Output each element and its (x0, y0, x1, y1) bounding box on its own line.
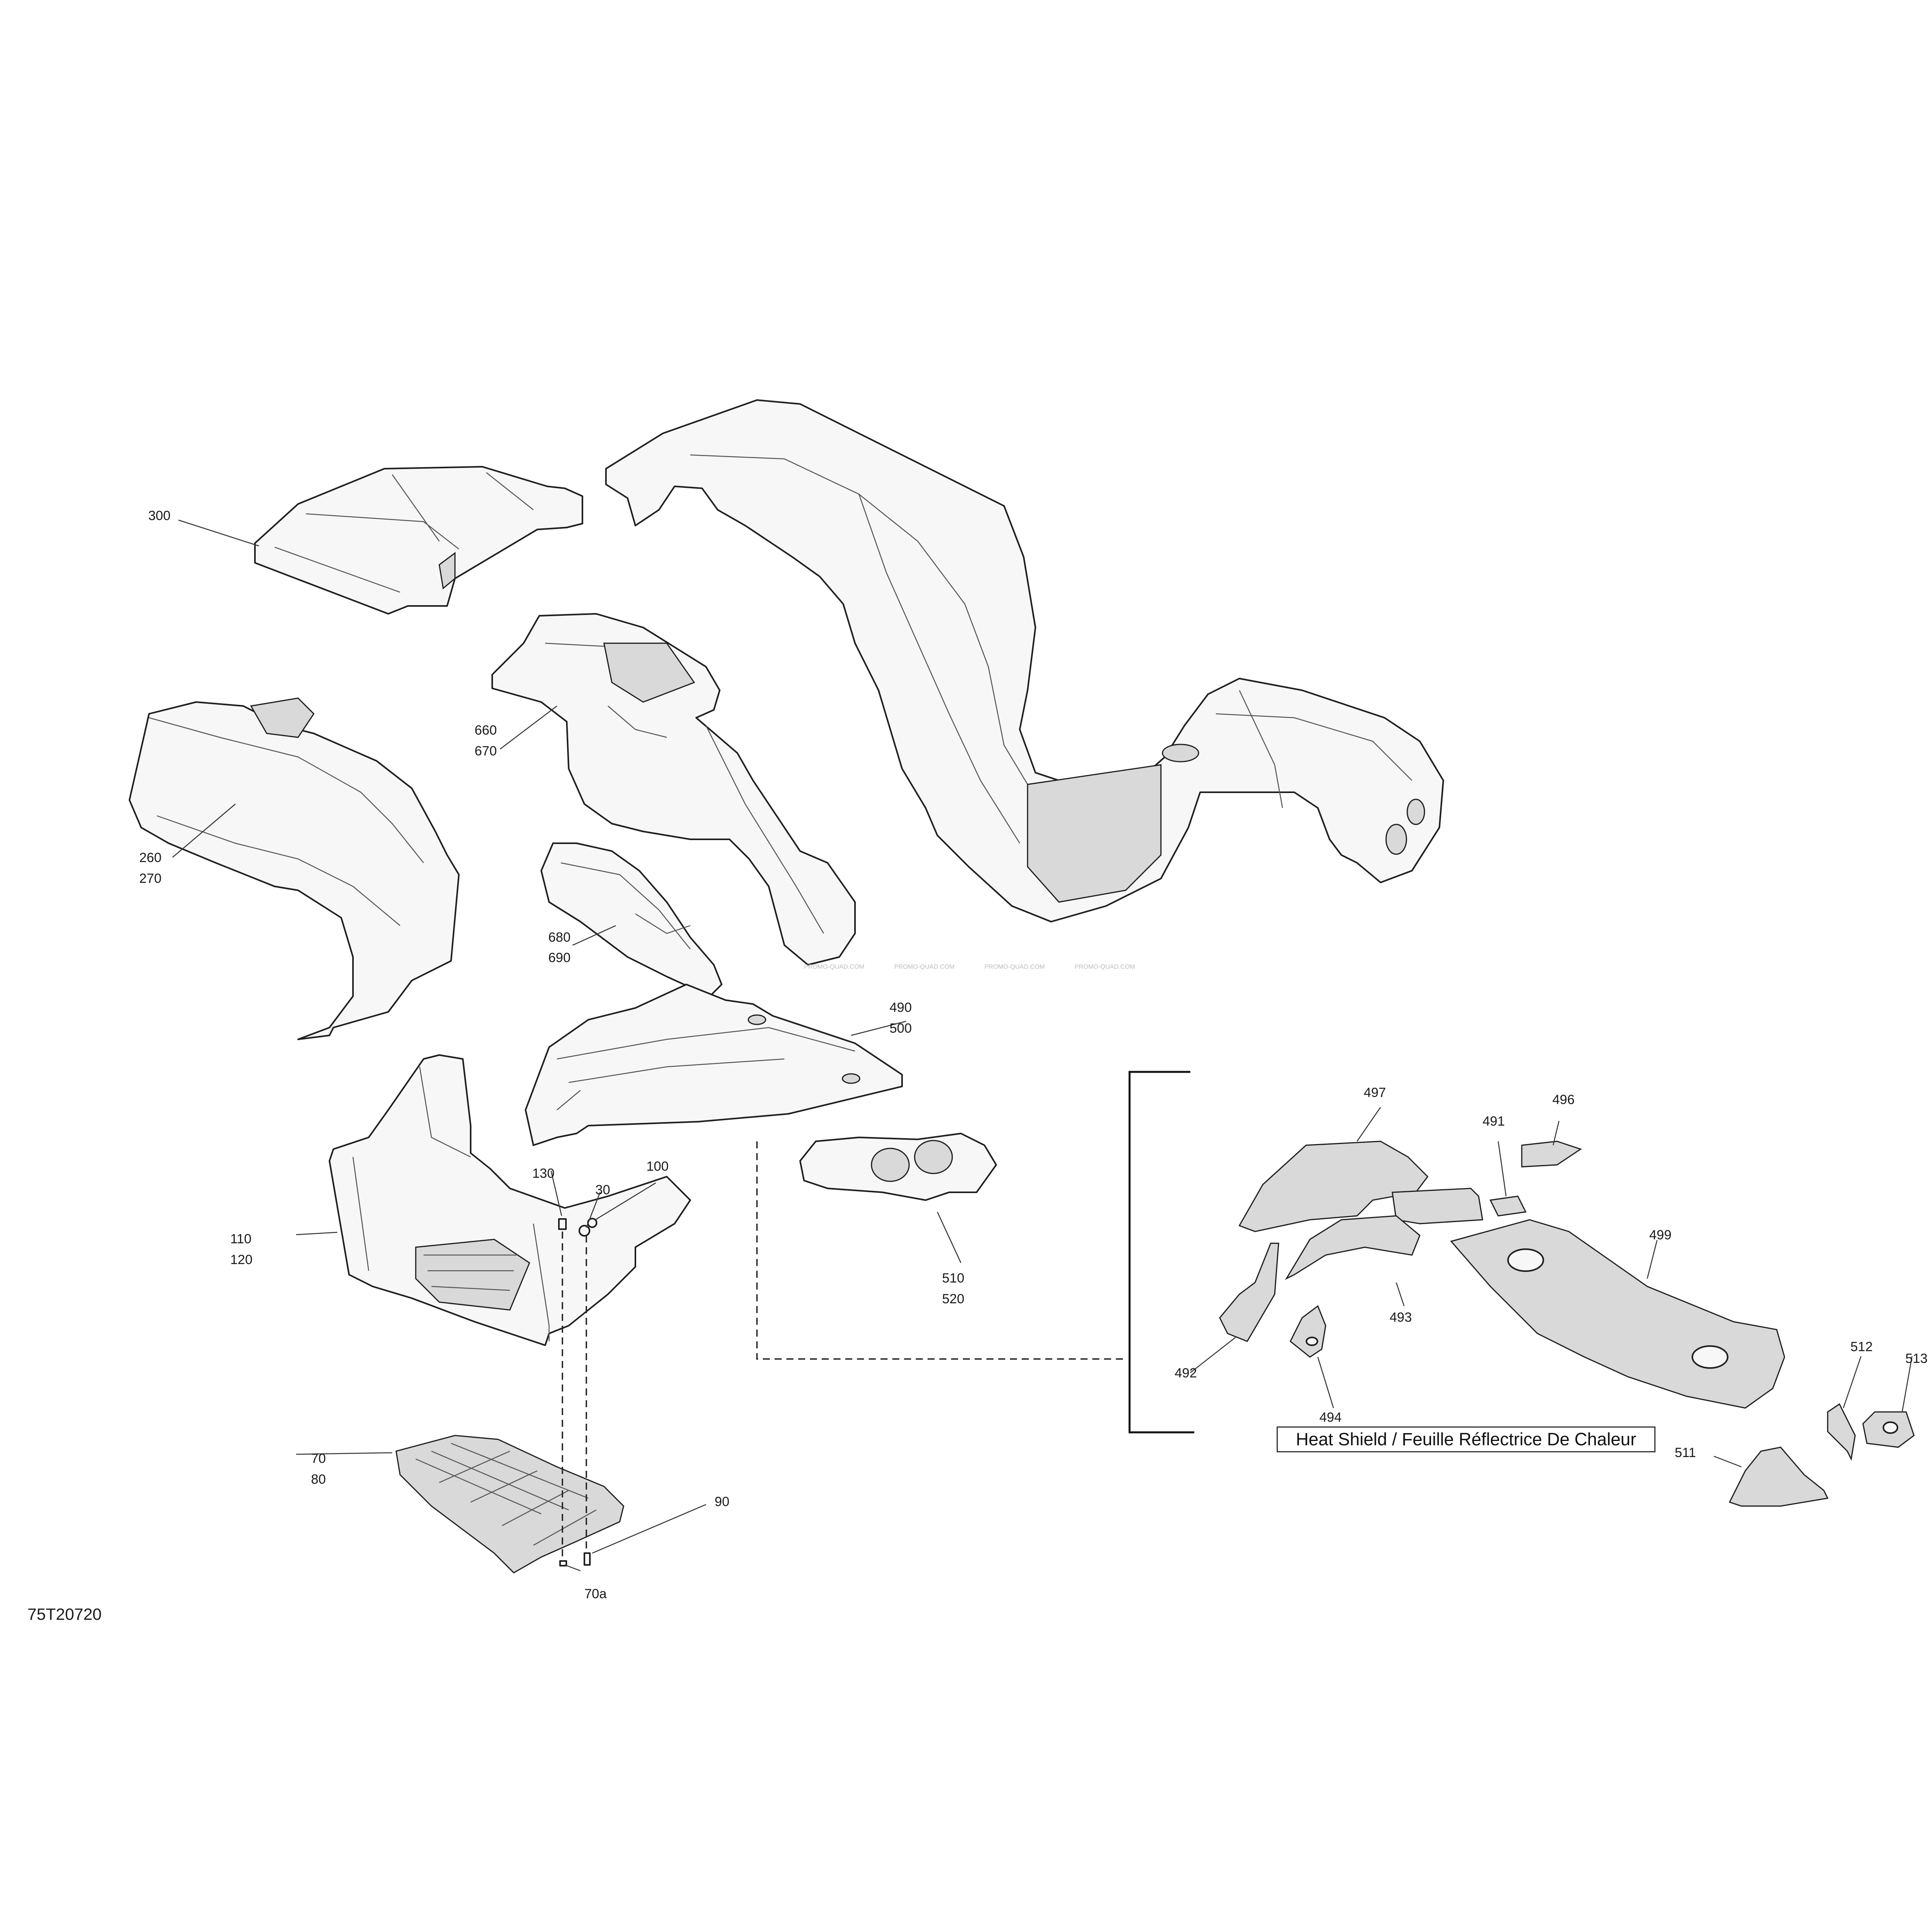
part-511-heat-shield[interactable] (1728, 1446, 1829, 1507)
callout-680: 680 (548, 930, 571, 945)
part-513-heat-shield[interactable] (1862, 1411, 1915, 1448)
part-499-heat-shield[interactable] (1450, 1219, 1785, 1409)
callout-511: 511 (1675, 1445, 1696, 1460)
callout-30: 30 (595, 1182, 610, 1197)
part-491-heat-shield[interactable] (1489, 1195, 1527, 1217)
callout-70a: 70a (584, 1586, 607, 1601)
callout-512: 512 (1850, 1339, 1873, 1354)
callout-110: 110 (230, 1232, 251, 1246)
part-300-rear-cover[interactable] (254, 466, 583, 615)
callout-90: 90 (715, 1494, 730, 1509)
heat-shield-bracket (1128, 1071, 1194, 1434)
part-680-690-inner-panel[interactable] (540, 842, 722, 997)
part-493-heat-shield[interactable] (1285, 1215, 1421, 1280)
heat-shield-caption: Heat Shield / Feuille Réflectrice De Cha… (1277, 1426, 1655, 1452)
part-510-520-headlight[interactable] (799, 1133, 997, 1201)
part-492-heat-shield[interactable] (1219, 1243, 1279, 1342)
callout-690: 690 (548, 950, 571, 965)
watermarks: PROMO-QUAD.COM PROMO-QUAD.COM PROMO-QUAD… (804, 964, 1135, 970)
callout-494: 494 (1319, 1410, 1342, 1425)
part-494-heat-shield[interactable] (1290, 1305, 1326, 1358)
callout-670: 670 (475, 744, 497, 759)
part-110-120-footwell[interactable] (329, 1054, 691, 1346)
part-496-heat-shield[interactable] (1521, 1141, 1582, 1168)
callout-260: 260 (139, 850, 162, 865)
part-660-670-side-panel[interactable] (491, 613, 856, 966)
svg-text:PROMO-QUAD.COM: PROMO-QUAD.COM (804, 964, 864, 970)
svg-text:PROMO-QUAD.COM: PROMO-QUAD.COM (1075, 964, 1135, 970)
part-main-body-fenders[interactable] (605, 399, 1444, 922)
callouts: 300 660 670 260 270 680 690 490 500 510 … (139, 508, 1928, 1601)
fasteners (558, 1218, 597, 1566)
part-497-heat-shield[interactable] (1238, 1141, 1483, 1232)
callout-493: 493 (1390, 1310, 1412, 1325)
callout-510: 510 (942, 1271, 964, 1286)
callout-80: 80 (311, 1472, 326, 1487)
part-70-80-footrest[interactable] (395, 1435, 624, 1574)
callout-520: 520 (942, 1292, 964, 1306)
svg-text:PROMO-QUAD.COM: PROMO-QUAD.COM (984, 964, 1045, 970)
callout-490: 490 (890, 1000, 912, 1015)
callout-497: 497 (1364, 1085, 1386, 1100)
assembly-lines (562, 1141, 1128, 1559)
callout-492: 492 (1175, 1366, 1197, 1381)
callout-660: 660 (475, 723, 497, 738)
callout-100: 100 (646, 1159, 669, 1174)
callout-70: 70 (311, 1451, 326, 1466)
callout-300: 300 (148, 508, 171, 523)
part-260-270-rear-fender[interactable] (129, 697, 460, 1040)
callout-491: 491 (1483, 1114, 1505, 1129)
part-490-500-front-panel[interactable] (525, 984, 903, 1146)
callout-130: 130 (532, 1166, 555, 1181)
part-512-heat-shield[interactable] (1827, 1403, 1856, 1461)
callout-270: 270 (139, 871, 162, 886)
callout-513: 513 (1905, 1351, 1928, 1366)
callout-500: 500 (890, 1021, 912, 1036)
callout-120: 120 (230, 1252, 253, 1267)
callout-499: 499 (1649, 1228, 1672, 1243)
leader-lines (172, 519, 1913, 1572)
callout-496: 496 (1552, 1092, 1575, 1107)
svg-text:PROMO-QUAD.COM: PROMO-QUAD.COM (894, 964, 955, 970)
diagram-id: 75T20720 (27, 1605, 102, 1623)
